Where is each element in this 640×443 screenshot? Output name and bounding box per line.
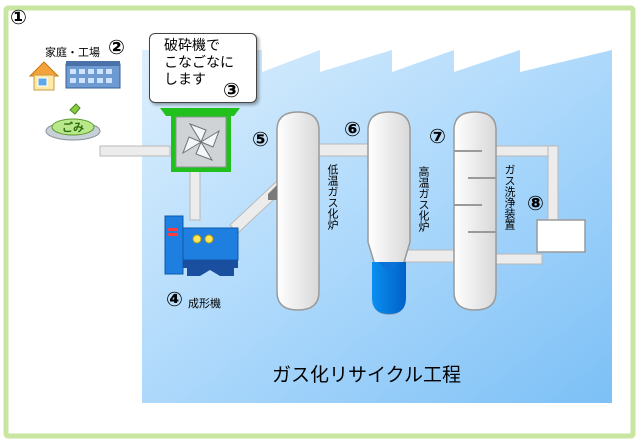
low-temp-furnace-number: ⑤: [252, 127, 269, 151]
high-temp-furnace-label: 高温ガス化炉: [417, 166, 430, 232]
scrubber-number: ⑦: [429, 124, 446, 148]
high-temp-furnace-number: ⑥: [344, 117, 361, 141]
crusher-callout-line-1: 破砕機で: [164, 38, 220, 54]
crusher-blade-icon: [182, 123, 220, 161]
low-temp-furnace-label: 低温ガス化炉: [326, 164, 339, 230]
garbage-icon: [45, 103, 101, 141]
washing-device-number: ⑧: [527, 191, 544, 215]
crusher-number: ③: [223, 78, 240, 102]
sources-number: ②: [108, 35, 125, 59]
crusher-callout: 破砕機で こなごなに します: [149, 33, 257, 103]
molding-label: 成形機: [188, 297, 221, 310]
scrubber-label: ガス洗浄装置: [503, 164, 516, 230]
factory-icon: [65, 61, 121, 89]
molding-number: ④: [166, 287, 183, 311]
crusher-callout-line-2: こなごなに: [164, 55, 234, 71]
high-temp-furnace: [367, 111, 411, 315]
crusher-machine: [160, 108, 240, 172]
house-icon: [28, 61, 60, 91]
gas-washing-device: [536, 219, 586, 253]
molding-machine: [164, 215, 239, 276]
scrubber-tower: [453, 111, 497, 311]
process-title: ガス化リサイクル工程: [272, 364, 462, 386]
low-temp-furnace: [268, 111, 320, 311]
figure-number: ①: [10, 5, 27, 29]
garbage-label: ごみ: [62, 121, 84, 134]
crusher-callout-line-3: します: [164, 72, 206, 88]
sources-label: 家庭・工場: [45, 46, 100, 59]
